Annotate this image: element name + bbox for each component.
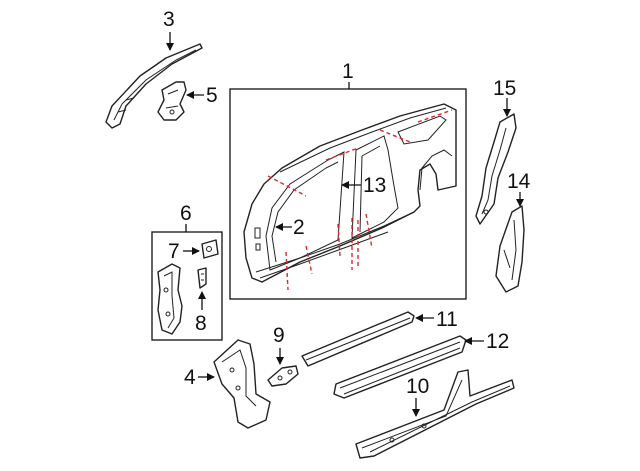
callout-13: 13 bbox=[363, 174, 386, 197]
callout-10: 10 bbox=[406, 375, 429, 398]
callout-14: 14 bbox=[507, 170, 531, 193]
part-9-bracket bbox=[267, 365, 299, 387]
callout-6: 6 bbox=[180, 202, 192, 225]
box-1 bbox=[229, 88, 467, 300]
callout-7: 7 bbox=[168, 240, 180, 263]
callout-2: 2 bbox=[293, 216, 305, 239]
callout-8: 8 bbox=[195, 312, 207, 335]
box-6 bbox=[151, 231, 223, 341]
part-15-rear-pillar bbox=[475, 113, 517, 225]
part-14-pillar-panel bbox=[495, 205, 525, 293]
part-4-hinge-pillar bbox=[213, 339, 271, 429]
callout-4: 4 bbox=[184, 366, 196, 389]
callout-9: 9 bbox=[273, 324, 285, 347]
callout-11: 11 bbox=[436, 308, 458, 331]
part-3-windshield-pillar bbox=[105, 43, 203, 129]
part-7-plate bbox=[201, 239, 219, 259]
callout-3: 3 bbox=[163, 8, 175, 31]
callout-1: 1 bbox=[342, 60, 354, 83]
part-12-inner-rocker bbox=[333, 335, 467, 399]
part-5-bracket bbox=[157, 81, 187, 121]
callout-15: 15 bbox=[493, 77, 516, 100]
part-6-hinge-reinforcement bbox=[157, 263, 183, 335]
callout-5: 5 bbox=[206, 84, 218, 107]
part-8-bracket bbox=[197, 267, 207, 289]
part-1-body-side-panel bbox=[243, 103, 457, 291]
part-11-rocker-reinforcement bbox=[301, 311, 415, 367]
part-10-outer-rocker bbox=[355, 369, 515, 459]
callout-12: 12 bbox=[486, 330, 509, 353]
